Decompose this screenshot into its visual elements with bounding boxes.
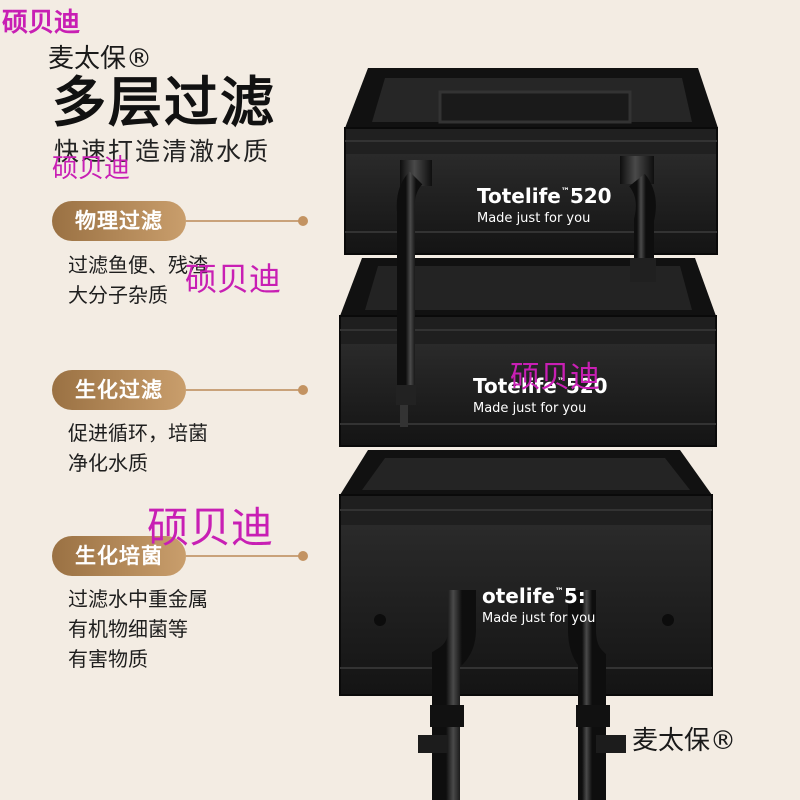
feature-desc-bacteria: 过滤水中重金属 有机物细菌等 有害物质 [68, 584, 208, 674]
feature-desc-biochemical: 促进循环，培菌 净化水质 [68, 418, 208, 478]
feature-label-biochemical: 生化过滤 [52, 370, 186, 410]
crate-top-slogan: Made just for you [477, 211, 590, 226]
brand-mark-bottom: 麦太保® [632, 726, 737, 756]
crate-bottom [339, 450, 713, 696]
watermark: 硕贝迪 [147, 503, 274, 552]
crate-middle [339, 258, 717, 447]
crate-bottom-brand: otelife™5: [482, 584, 586, 608]
feature-label-physical: 物理过滤 [52, 201, 186, 241]
headline-title: 多层过滤 [52, 71, 276, 134]
feature-connector-1 [186, 216, 308, 226]
feature-desc-physical: 过滤鱼便、残渣 大分子杂质 [68, 250, 208, 310]
feature-desc-line: 有机物细菌等 [68, 617, 188, 641]
watermark: 硕贝迪 [2, 8, 81, 38]
feature-desc-line: 有害物质 [68, 647, 148, 671]
watermark: 硕贝迪 [510, 360, 600, 395]
headline-subtitle: 快速打造清澈水质 [54, 137, 271, 166]
feature-label-bacteria: 生化培菌 [52, 536, 186, 576]
watermark: 硕贝迪 [52, 154, 131, 184]
brand-mark-top: 麦太保® [48, 44, 153, 74]
drain-pipe-right [620, 156, 656, 282]
feature-connector-2 [186, 385, 308, 395]
watermark: 硕贝迪 [185, 260, 282, 298]
outlet-pipes-bottom [418, 590, 626, 800]
feature-desc-line: 过滤鱼便、残渣 [68, 253, 208, 277]
feature-desc-line: 净化水质 [68, 451, 148, 475]
feature-connector-3 [186, 551, 308, 561]
feature-desc-line: 促进循环，培菌 [68, 421, 208, 445]
drain-pipe-left [396, 160, 432, 427]
crate-middle-brand: Totelife™520 [473, 374, 608, 398]
crate-bottom-slogan: Made just for you [482, 611, 595, 626]
feature-desc-line: 过滤水中重金属 [68, 587, 208, 611]
crate-top-brand: Totelife™520 [477, 184, 612, 208]
crate-middle-slogan: Made just for you [473, 401, 586, 416]
feature-desc-line: 大分子杂质 [68, 283, 168, 307]
